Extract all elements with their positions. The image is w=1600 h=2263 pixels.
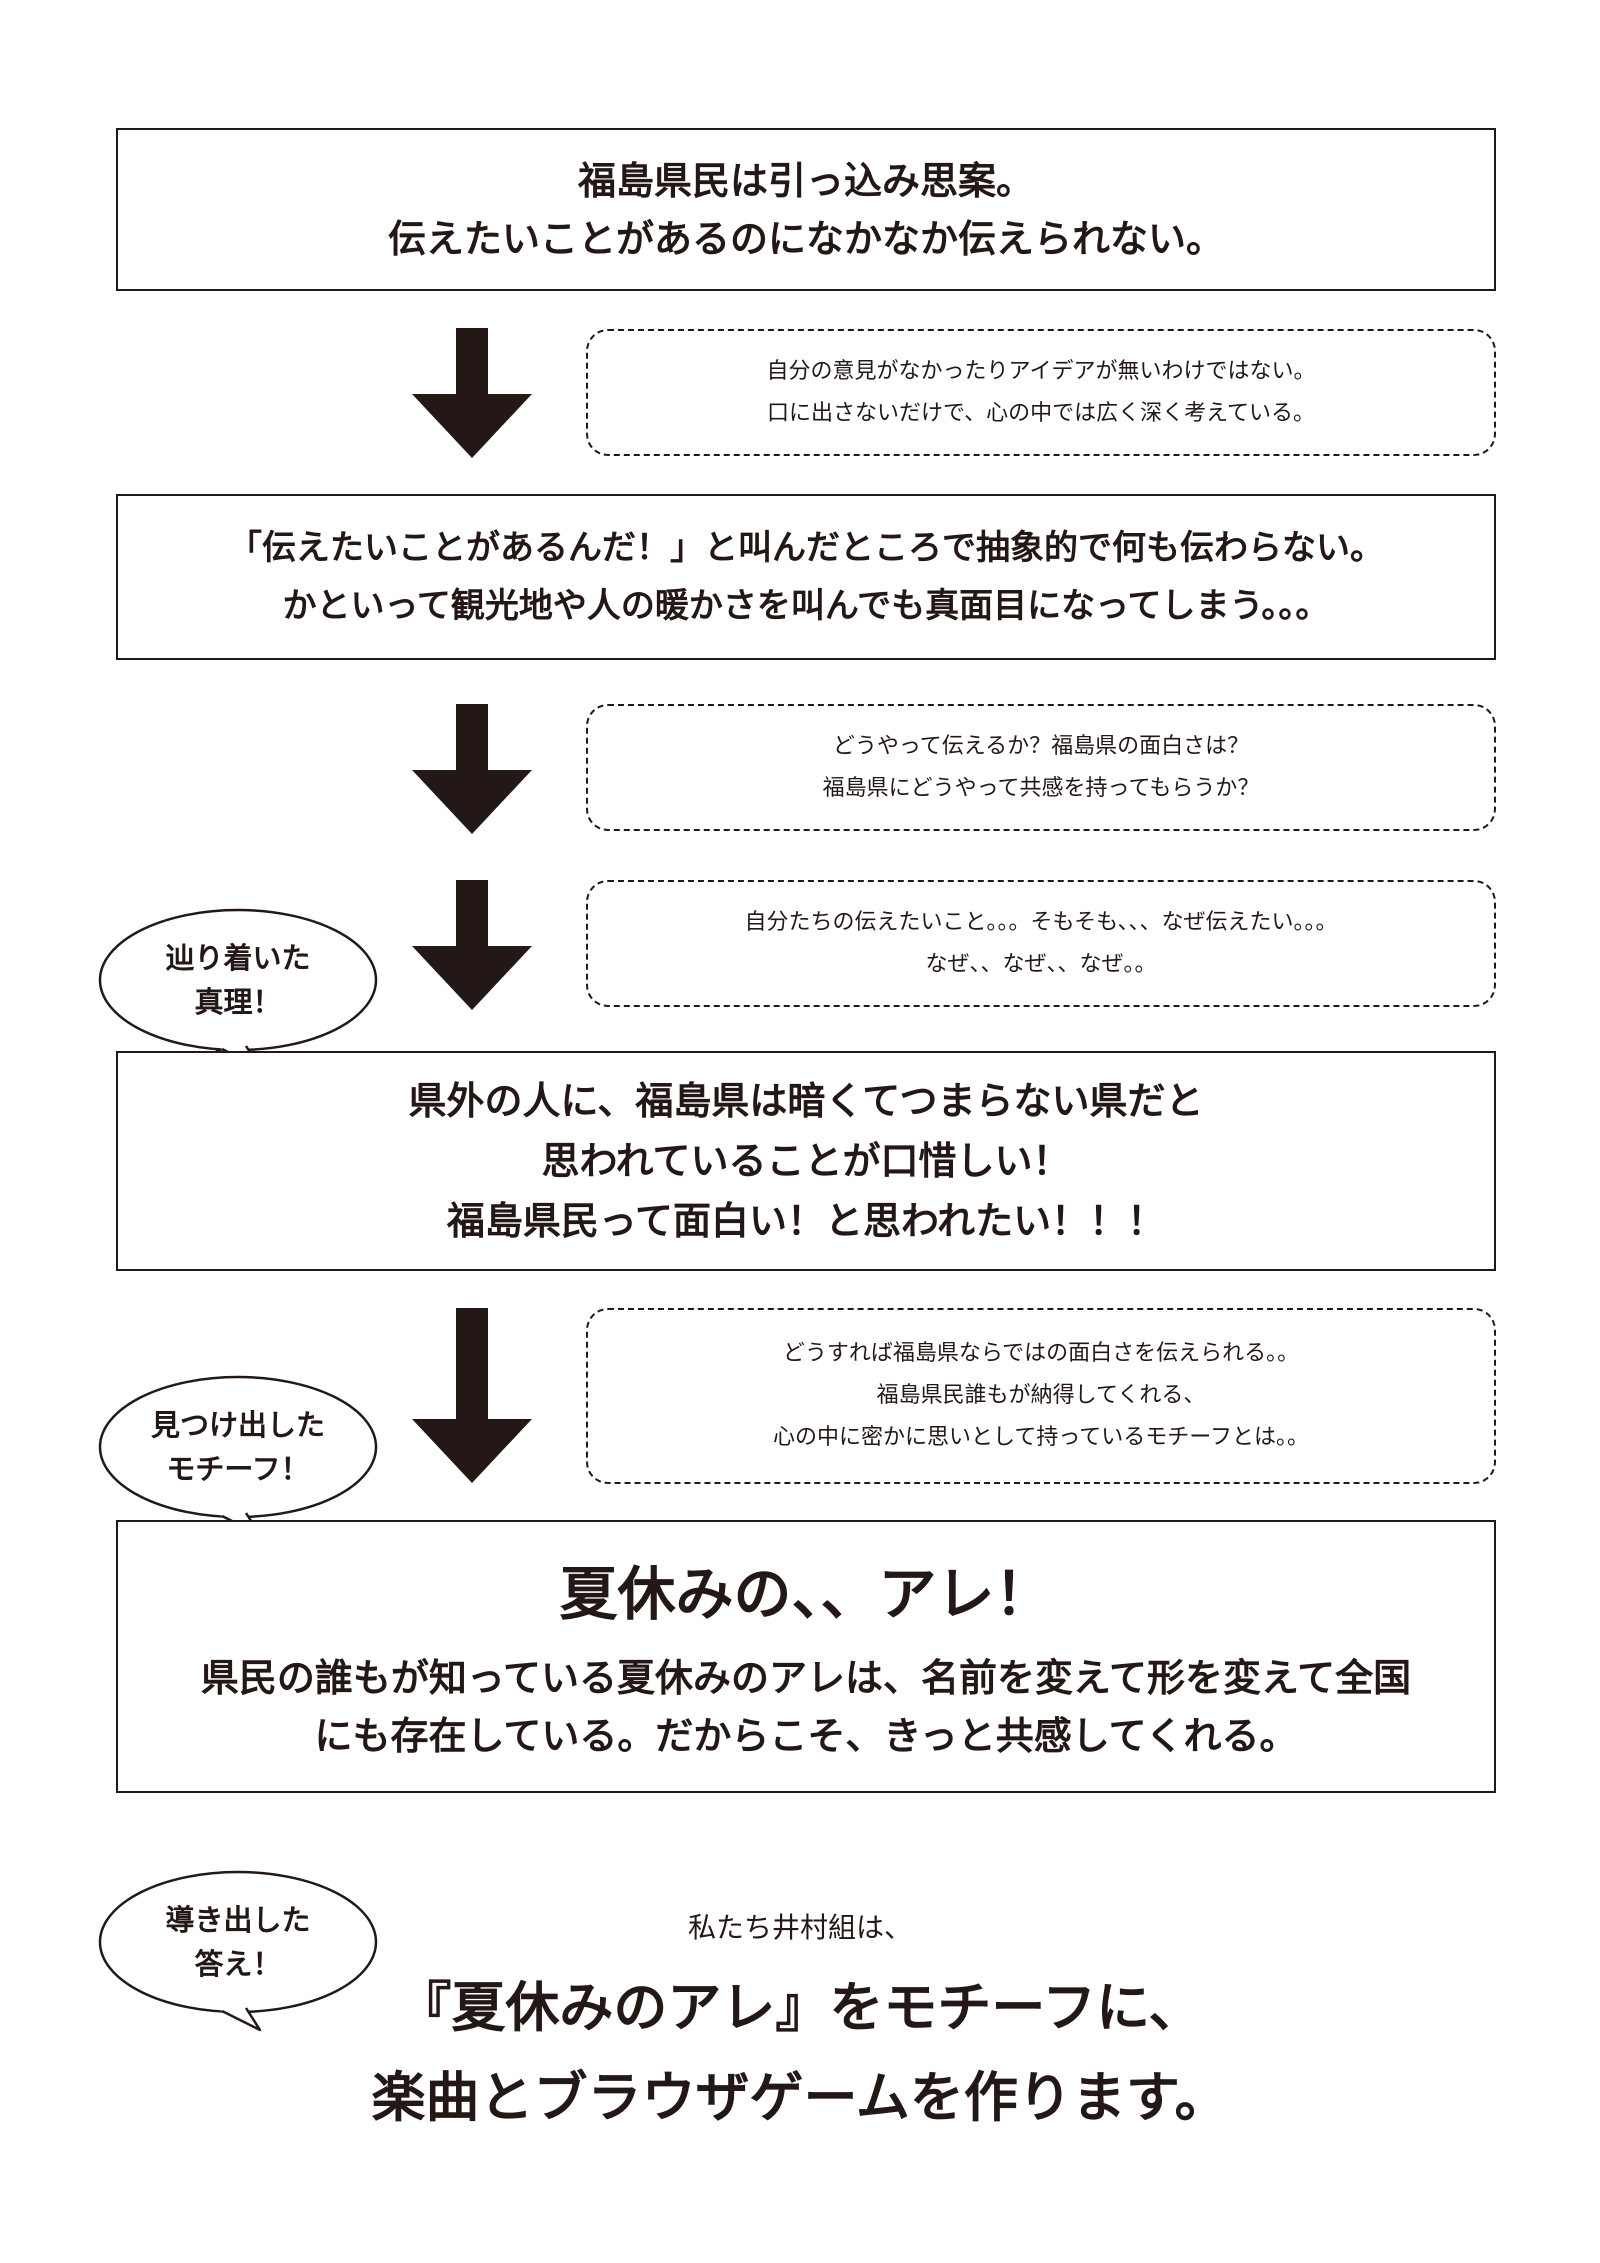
statement-3-line-2: 思われていることが口惜しい！	[541, 1139, 1071, 1183]
bubble-1-line-2: 真理！	[194, 985, 282, 1019]
statement-3-line-3: 福島県民って面白い！と思われたい！！！	[446, 1199, 1166, 1243]
bubble-3-line-2: 答え！	[194, 1947, 282, 1981]
note-2-line-2: 福島県にどうやって共感を持ってもらうか？	[822, 775, 1260, 801]
thought-note-2: どうやって伝えるか？福島県の面白さは？ 福島県にどうやって共感を持ってもらうか？	[586, 704, 1496, 831]
statement-box-4: 夏休みの、、アレ！ 県民の誰もが知っている夏休みのアレは、名前を変えて形を変えて…	[116, 1520, 1496, 1793]
thought-note-1: 自分の意見がなかったりアイデアが無いわけではない。 口に出さないだけで、心の中で…	[586, 329, 1496, 456]
statement-1-line-2: 伝えたいことがあるのになかなか伝えられない。	[387, 216, 1224, 261]
statement-box-2: 「伝えたいことがあるんだ！」と叫んだところで抽象的で何も伝わらない。 かといって…	[116, 494, 1496, 660]
statement-2-line-2: かといって観光地や人の暖かさを叫んでも真面目になってしまう。。。	[282, 586, 1330, 626]
statement-4-headline: 夏休みの、、アレ！	[559, 1559, 1053, 1628]
note-1-line-2: 口に出さないだけで、心の中では広く深く考えている。	[766, 400, 1316, 426]
final-line-2: 楽曲とブラウザゲームを作ります。	[371, 2066, 1229, 2129]
thought-note-3: 自分たちの伝えたいこと。。。そもそも、、、なぜ伝えたい。。。 なぜ、、なぜ、、な…	[586, 880, 1496, 1007]
note-1-line-1: 自分の意見がなかったりアイデアが無いわけではない。	[766, 358, 1316, 384]
bubble-2-line-1: 見つけ出した	[150, 1408, 325, 1442]
statement-3-line-1: 県外の人に、福島県は暗くてつまらない県だと	[408, 1079, 1204, 1123]
statement-box-3: 県外の人に、福島県は暗くてつまらない県だと 思われていることが口惜しい！ 福島県…	[116, 1051, 1496, 1271]
statement-4-line-2: にも存在している。だからこそ、きっと共感してくれる。	[314, 1713, 1298, 1758]
note-2-line-1: どうやって伝えるか？福島県の面白さは？	[832, 733, 1250, 759]
note-3-line-1: 自分たちの伝えたいこと。。。そもそも、、、なぜ伝えたい。。。	[744, 909, 1338, 935]
bubble-1-line-1: 辿り着いた	[165, 941, 311, 975]
down-arrow-icon	[412, 1308, 532, 1483]
down-arrow-icon	[412, 880, 532, 1010]
bubble-3-line-1: 導き出した	[165, 1903, 311, 1937]
statement-2-line-1: 「伝えたいことがあるんだ！」と叫んだところで抽象的で何も伝わらない。	[228, 528, 1384, 568]
bubble-2-text: 見つけ出した モチーフ！	[88, 1367, 388, 1527]
note-3-line-2: なぜ、、なぜ、、なぜ。。	[925, 951, 1157, 977]
note-4-line-3: 心の中に密かに思いとして持っているモチーフとは。。	[773, 1425, 1309, 1450]
down-arrow-icon	[412, 328, 532, 458]
statement-4-line-1: 県民の誰もが知っている夏休みのアレは、名前を変えて形を変えて全国	[200, 1655, 1412, 1700]
statement-box-1: 福島県民は引っ込み思案。 伝えたいことがあるのになかなか伝えられない。	[116, 128, 1496, 291]
speech-bubble-3	[98, 1870, 378, 2032]
final-line-1: 『夏休みのアレ』をモチーフに、	[397, 1976, 1203, 2039]
bubble-3-text: 導き出した 答え！	[88, 1862, 388, 2022]
down-arrow-icon	[412, 704, 532, 834]
statement-1-line-1: 福島県民は引っ込み思案。	[577, 158, 1034, 203]
thought-note-4: どうすれば福島県ならではの面白さを伝えられる。。 福島県民誰もが納得してくれる、…	[586, 1308, 1496, 1484]
final-intro: 私たち井村組は、	[687, 1911, 912, 1944]
bubble-1-text: 辿り着いた 真理！	[88, 900, 388, 1060]
bubble-2-line-2: モチーフ！	[166, 1452, 310, 1486]
note-4-line-1: どうすれば福島県ならではの面白さを伝えられる。。	[782, 1341, 1300, 1366]
note-4-line-2: 福島県民誰もが納得してくれる、	[876, 1383, 1206, 1408]
